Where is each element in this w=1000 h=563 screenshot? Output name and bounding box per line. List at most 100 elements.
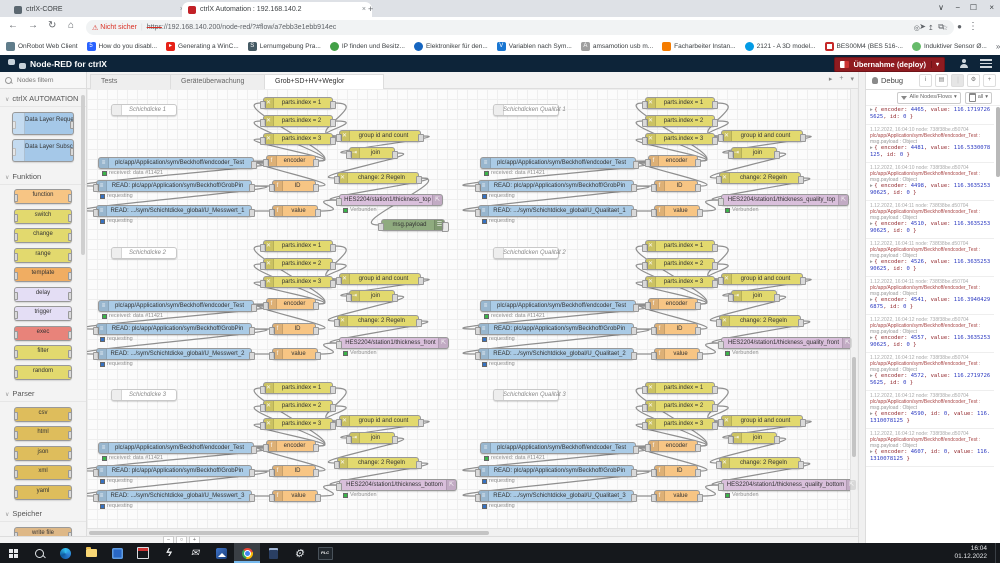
extensions-pin-icon[interactable]: ➤ [919, 22, 926, 31]
box-app-icon[interactable] [130, 543, 156, 563]
bookmark-item[interactable]: Facharbeiter Instan... [662, 42, 736, 51]
bookmark-item[interactable]: Elektroniker für den... [413, 42, 488, 51]
debug-scrollbar[interactable] [996, 107, 1000, 177]
tab-search-icon[interactable]: ∨ [938, 3, 944, 12]
tab-close-icon[interactable]: × [361, 6, 366, 13]
flow-node-sw2[interactable]: ✕parts.index = 2 [642, 115, 718, 127]
palette-category-header[interactable]: ∨Parser [0, 384, 86, 402]
flow-node-chg[interactable]: ✕change: 2 Regeln [334, 457, 422, 469]
taskbar-clock[interactable]: 16:04 01.12.2022 [954, 545, 995, 561]
browser-tab[interactable]: ctrlX-CORE× [8, 2, 190, 17]
palette-node[interactable]: csv [14, 406, 72, 422]
flow-node-grp[interactable]: ✕group id and count [718, 273, 806, 285]
sidebar-button[interactable]: i [919, 74, 932, 87]
tab-close-icon[interactable]: × [174, 6, 184, 13]
palette-category-header[interactable]: ∨ctrlX AUTOMATION [0, 89, 86, 107]
flow-node-chg[interactable]: ✕change: 2 Regeln [334, 315, 422, 327]
palette-scrollbar[interactable] [81, 95, 85, 255]
debug-message[interactable]: 1.12.2022, 16:04:10 node: 738f38be.d5070… [866, 163, 994, 201]
url-text[interactable]: https://192.168.140.200/node-red/?#flow/… [146, 24, 337, 31]
bookmark-item[interactable]: BES00M4 (BES 516-... [824, 42, 903, 51]
flow-node-sw2[interactable]: ✕parts.index = 2 [260, 258, 336, 270]
flow-node-read2[interactable]: ≡READ: plc/app/Application/sym/Beckhoff/… [93, 323, 255, 335]
flow-node-sw3[interactable]: ✕parts.index = 3 [642, 276, 718, 288]
palette-node[interactable]: random [14, 364, 72, 380]
flow-node-mqtt[interactable]: ⇱HES2204/station1/thickness_quality_fron… [718, 337, 853, 349]
palette-node[interactable]: change [14, 228, 72, 243]
plc-app-icon[interactable]: PLC [312, 543, 338, 563]
flow-node-read3[interactable]: ≡READ: .../sym/Schichtdicke_global/U_Qua… [475, 348, 637, 360]
flow-node-grp[interactable]: ✕group id and count [336, 273, 424, 285]
flow-node-mqtt[interactable]: ⇱HES2204/station1/thickness_top [336, 194, 443, 206]
edge-icon[interactable] [52, 543, 78, 563]
calculator-app-icon[interactable] [260, 543, 286, 563]
expand-caret-icon[interactable]: ▸ [870, 183, 875, 189]
debug-clear-button[interactable]: all▾ [964, 91, 992, 104]
flow-node-comment[interactable]: Schichdicke 3 [111, 389, 177, 401]
flow-node-join[interactable]: ⇥join [728, 432, 780, 444]
flow-node-comment[interactable]: Schichdicken Qualität 3 [493, 389, 566, 401]
flow-node-read3[interactable]: ≡READ: .../sym/Schichtdicke_global/U_Mes… [93, 205, 255, 217]
flow-node-grp[interactable]: ✕group id and count [718, 415, 806, 427]
main-menu-icon[interactable] [980, 59, 992, 68]
palette-node[interactable]: write file [14, 526, 72, 536]
palette-node[interactable]: switch [14, 208, 72, 224]
flow-node-sub[interactable]: ≡plc/app/Application/sym/Beckhoff/endcod… [480, 157, 639, 169]
flow-node-sub[interactable]: ≡plc/app/Application/sym/Beckhoff/endcod… [98, 300, 257, 312]
expand-caret-icon[interactable]: ▸ [870, 221, 875, 227]
flow-node-dbg[interactable]: ☰msg.payload [378, 219, 449, 232]
palette-node[interactable]: function [14, 189, 72, 204]
flow-node-join[interactable]: ⇥join [728, 147, 780, 159]
flow-node-read3[interactable]: ≡READ: .../sym/Schichtdicke_global/U_Mes… [93, 348, 255, 360]
profile-avatar[interactable]: ● [957, 22, 962, 31]
flow-node-comment[interactable]: Schichdicke 2 [111, 247, 177, 259]
flow-node-read2[interactable]: ≡READ: plc/app/Application/sym/Beckhoff/… [475, 180, 637, 192]
flow-node-sw3[interactable]: ✕parts.index = 3 [260, 418, 336, 430]
flow-list-icon[interactable]: ▾ [850, 76, 854, 83]
debug-tab-label[interactable]: Debug [881, 76, 904, 85]
flow-node-read2[interactable]: ≡READ: plc/app/Application/sym/Beckhoff/… [93, 180, 255, 192]
palette-filter-input[interactable] [15, 75, 79, 85]
palette-node[interactable]: Data Layer Request [12, 111, 74, 135]
flow-node-mqtt[interactable]: ⇱HES2204/station1/thickness_bottom [336, 479, 457, 491]
debug-toggle-button[interactable] [442, 222, 449, 232]
flow-node-read3[interactable]: ≡READ: .../sym/Schichtdicke_global/U_Qua… [475, 490, 637, 502]
flow-node-read2[interactable]: ≡READ: plc/app/Application/sym/Beckhoff/… [475, 323, 637, 335]
deploy-button[interactable]: Übernahme (deploy) ▾ [834, 57, 945, 72]
mail-app-icon[interactable]: ✉ [190, 547, 200, 559]
flow-canvas[interactable]: Schichdicke 1✕parts.index = 1✕parts.inde… [87, 89, 858, 528]
share-icon[interactable]: ↥ [927, 24, 934, 32]
debug-message[interactable]: 1.12.2022, 16:04:11 node: 738f38be.d5070… [866, 239, 994, 277]
forward-button[interactable]: → [28, 20, 38, 31]
chrome-icon[interactable] [234, 543, 260, 563]
debug-message[interactable]: 1.12.2022, 16:04:12 node: 738f38be.d5070… [866, 429, 994, 467]
sidebar-button[interactable]: + [983, 74, 996, 87]
flow-node-mqtt[interactable]: ⇱HES2204/station1/thickness_front [336, 337, 449, 349]
reload-button[interactable]: ↻ [48, 20, 57, 31]
add-flow-button[interactable]: + [839, 75, 844, 82]
split-screen-icon[interactable]: ⧉ [938, 22, 944, 31]
flow-node-grp[interactable]: ✕group id and count [718, 130, 806, 142]
tab-scroll-icon[interactable]: ▸ [828, 76, 833, 83]
zoom-icon[interactable]: ◎ [913, 24, 920, 32]
flow-node-sub[interactable]: ≡plc/app/Application/sym/Beckhoff/endcod… [480, 442, 639, 454]
expand-caret-icon[interactable]: ▸ [870, 449, 875, 455]
palette-node[interactable]: range [14, 247, 72, 263]
flow-node-sub[interactable]: ≡plc/app/Application/sym/Beckhoff/endcod… [480, 300, 639, 312]
bookmark-item[interactable]: OnRobot Web Client [6, 42, 78, 51]
flow-tab[interactable]: Grob+SD+HV+Weglor [264, 74, 384, 90]
debug-message[interactable]: 1.12.2022, 16:04:12 node: 738f38be.d5070… [866, 315, 994, 353]
flow-node-sw3[interactable]: ✕parts.index = 3 [642, 133, 718, 145]
palette-node[interactable]: filter [14, 345, 72, 360]
palette-node[interactable]: json [14, 445, 72, 461]
